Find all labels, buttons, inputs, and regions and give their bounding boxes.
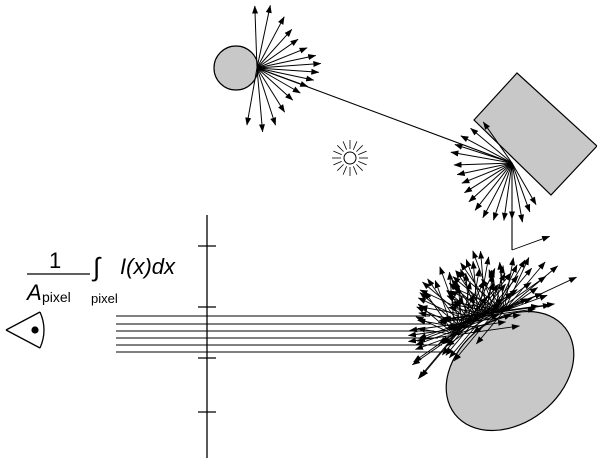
box-object [474,73,597,195]
light-source-icon [332,140,368,176]
sphere-object [214,46,258,90]
sun-ray [358,151,366,155]
sun-ray [353,141,357,149]
sun-ray [353,166,357,174]
eye-icon [6,312,44,348]
sun-ray [343,141,347,149]
equation-area-symbol: A [25,280,42,305]
sun-core [344,152,356,164]
equation-integral-sign: ∫ [91,252,102,282]
sun-ray [356,164,362,170]
sun-ray [333,151,341,155]
sun-ray [333,161,341,165]
scatter-fan-sphere [247,5,321,131]
pixel-integral-equation: 1 A pixel ∫ pixel I(x)dx [25,248,176,306]
sun-ray [358,161,366,165]
sun-ray [343,166,347,174]
sun-ray [356,145,362,151]
scatter-arrow [512,236,550,250]
equation-numerator: 1 [49,248,61,273]
scatter-arrow [257,68,285,112]
scatter-arrow [257,5,270,68]
equation-integrand: I(x)dx [120,254,176,279]
scatter-arrow [465,163,513,193]
sun-ray [337,164,343,170]
equation-area-subscript: pixel [42,289,71,305]
sun-ray [337,145,343,151]
pixel-sample-rays [116,316,448,352]
equation-integral-subscript: pixel [91,291,118,306]
